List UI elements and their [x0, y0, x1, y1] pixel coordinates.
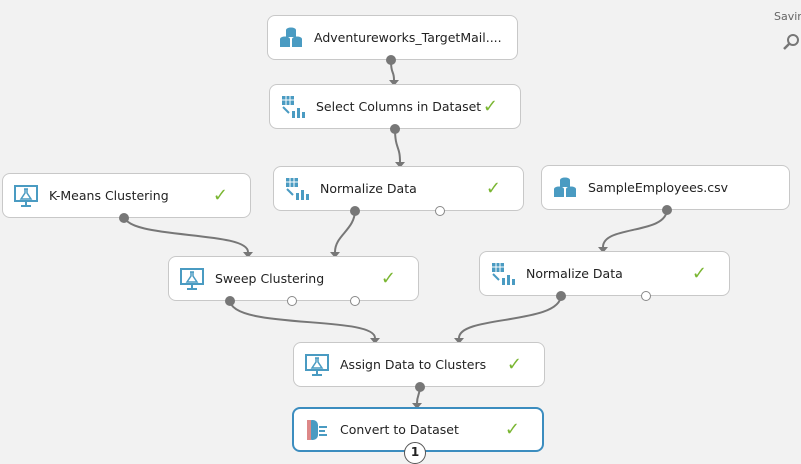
module-label: Convert to Dataset	[340, 422, 459, 437]
table-transform-icon	[284, 176, 310, 202]
check-icon: ✓	[482, 96, 498, 117]
module-node[interactable]: K-Means Clustering ✓	[2, 173, 251, 218]
module-label: Adventureworks_TargetMail....	[314, 30, 502, 45]
model-icon	[179, 266, 205, 292]
convert-icon	[304, 417, 330, 443]
module-node[interactable]: SampleEmployees.csv	[541, 165, 790, 210]
module-node[interactable]: Sweep Clustering ✓	[168, 256, 419, 301]
model-icon	[13, 183, 39, 209]
output-port[interactable]	[415, 382, 425, 392]
output-port-unused[interactable]	[287, 296, 297, 306]
model-icon	[304, 352, 330, 378]
table-transform-icon	[280, 94, 306, 120]
output-port[interactable]	[350, 206, 360, 216]
edge	[229, 299, 376, 339]
check-icon: ✓	[504, 419, 520, 440]
module-node[interactable]: Select Columns in Dataset✓	[269, 84, 521, 129]
module-node[interactable]: Adventureworks_TargetMail....	[267, 15, 518, 60]
check-icon: ✓	[691, 263, 707, 284]
check-icon: ✓	[212, 185, 228, 206]
output-port[interactable]	[225, 296, 235, 306]
output-port-badge[interactable]: 1	[404, 442, 426, 464]
edge	[602, 208, 668, 248]
module-label: Normalize Data	[320, 181, 417, 196]
saving-status: Saving	[774, 10, 801, 23]
module-label: K-Means Clustering	[49, 188, 169, 203]
module-label: SampleEmployees.csv	[588, 180, 729, 195]
edge	[458, 294, 562, 339]
output-port[interactable]	[119, 213, 129, 223]
check-icon: ✓	[380, 268, 396, 289]
check-icon: ✓	[506, 354, 522, 375]
output-port-unused[interactable]	[641, 291, 651, 301]
module-label: Normalize Data	[526, 266, 623, 281]
output-port-unused[interactable]	[350, 296, 360, 306]
output-port-unused[interactable]	[435, 206, 445, 216]
module-label: Assign Data to Clusters	[340, 357, 487, 372]
check-icon: ✓	[485, 178, 501, 199]
dataset-icon	[552, 175, 578, 201]
output-port[interactable]	[662, 205, 672, 215]
module-label: Select Columns in Dataset	[316, 99, 482, 114]
edge	[123, 214, 249, 253]
dataset-icon	[278, 25, 304, 51]
search-icon[interactable]	[782, 33, 800, 51]
module-label: Sweep Clustering	[215, 271, 325, 286]
output-port[interactable]	[556, 291, 566, 301]
table-transform-icon	[490, 261, 516, 287]
module-node[interactable]: Assign Data to Clusters ✓	[293, 342, 545, 387]
module-node[interactable]: Normalize Data ✓	[479, 251, 730, 296]
module-node[interactable]: Normalize Data ✓	[273, 166, 524, 211]
output-port[interactable]	[386, 55, 396, 65]
output-port[interactable]	[390, 124, 400, 134]
edge	[334, 209, 356, 253]
